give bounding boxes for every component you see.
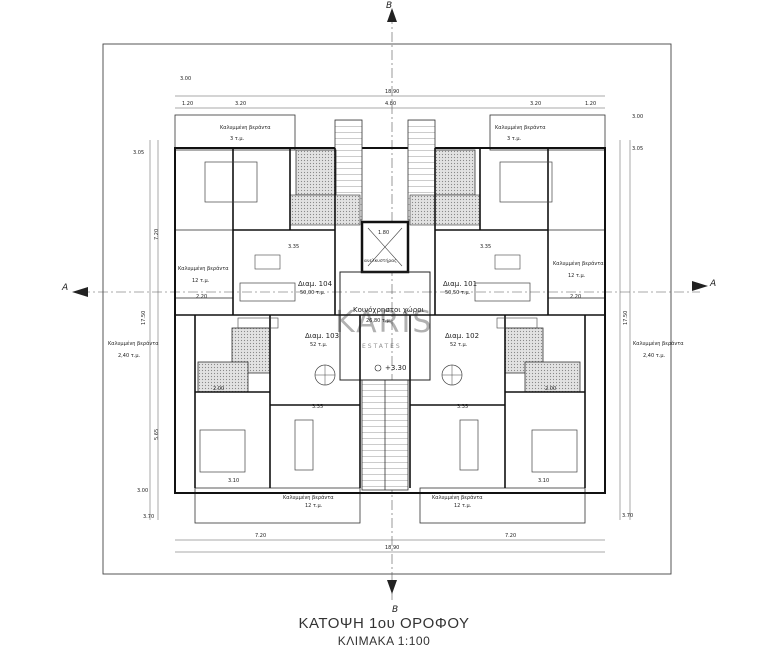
dim-top-300-left: 3.00: [180, 76, 191, 82]
apt-101-area: 50,50 τ.μ.: [445, 290, 471, 296]
dimension-lines: [149, 95, 631, 553]
bed-top-left: [204, 161, 258, 203]
elevator-label: ανελκυστήρας: [364, 257, 397, 264]
bathroom-low-left: [197, 361, 249, 393]
dim-left-1750: 17.50: [141, 311, 147, 325]
dim-left-720: 7.20: [154, 229, 160, 240]
interior-walls: [175, 148, 605, 488]
dim-top-320: 3.20: [235, 101, 246, 107]
section-arrow-a-right: [692, 281, 708, 291]
watermark-logo: KARIS: [335, 305, 433, 340]
dim-left-370: 3.70: [143, 514, 154, 520]
watermark-subtitle: ESTATES: [362, 343, 402, 350]
apt-103-name: Διαμ. 103: [305, 332, 339, 340]
dim-right-370: 3.70: [622, 513, 633, 519]
sofa-103: [294, 419, 314, 471]
dim-left-305: 3.05: [133, 150, 144, 156]
drawing-title: ΚΑΤΟΨΗ 1ου ΟΡΟΦΟΥ: [298, 615, 470, 632]
veranda-tl-area: 3 τ.μ.: [230, 136, 245, 142]
section-marker-b-bottom: B: [392, 605, 398, 615]
elevator-dim: 1.80: [378, 230, 389, 236]
dim-200-right: 2.00: [545, 386, 556, 392]
corridor-hatch-right: [409, 194, 481, 226]
dim-top-300-right: 3.00: [632, 114, 643, 120]
sofa-104: [239, 282, 296, 302]
dim-top-right-120: 1.20: [585, 101, 596, 107]
section-arrow-a-left: [72, 287, 88, 297]
veranda-tl-label: Καλυμμένη βεράντα: [220, 124, 271, 131]
dim-220-left: 2.20: [196, 294, 207, 300]
level-mark: +3.30: [385, 364, 406, 372]
apt-104-area: 50,00 τ.μ.: [300, 290, 326, 296]
dim-right-1750: 17.50: [623, 311, 629, 325]
dim-335-104: 3.35: [288, 244, 299, 250]
veranda-left: [174, 229, 234, 299]
dim-bottom-720-left: 7.20: [255, 533, 266, 539]
veranda-top-right: [489, 114, 606, 151]
veranda-bl-label: Καλυμμένη βεράντα: [283, 494, 334, 501]
veranda-l-label: Καλυμμένη βεράντα: [178, 265, 229, 272]
veranda-br-area: 12 τ.μ.: [454, 503, 472, 509]
dim-top-left-120: 1.20: [182, 101, 193, 107]
dim-top-480: 4.80: [385, 101, 396, 107]
dim-right-305: 3.05: [632, 146, 643, 152]
building-outline: [174, 147, 606, 494]
dim-left-565: 5.65: [154, 429, 160, 440]
dim-top-total: 18.90: [385, 89, 399, 95]
dim-bottom-total: 18.90: [385, 545, 399, 551]
section-arrow-b-bottom: [387, 580, 397, 594]
dim-335-101: 3.35: [480, 244, 491, 250]
dim-left-300: 3.00: [137, 488, 148, 494]
veranda-bl-area: 12 τ.μ.: [305, 503, 323, 509]
section-marker-b-top: B: [386, 1, 392, 11]
veranda-top-left: [174, 114, 296, 151]
dim-200-left: 2.00: [213, 386, 224, 392]
veranda-outer-right-label: Καλυμμένη βεράντα: [633, 340, 684, 347]
veranda-r-label: Καλυμμένη βεράντα: [553, 260, 604, 267]
dim-bottom-720-right: 7.20: [505, 533, 516, 539]
veranda-bottom-left: [194, 487, 361, 524]
veranda-outer-right-area: 2,40 τ.μ.: [643, 353, 666, 359]
bed-bottom-right: [531, 429, 578, 473]
drawing-scale: ΚΛΙΜΑΚΑ 1:100: [337, 634, 431, 648]
bathroom-top-left: [295, 149, 337, 196]
drawing-frame: [102, 43, 672, 575]
bathroom-top-right: [434, 149, 476, 196]
common-area-value: 26,80 τ.μ.: [366, 318, 392, 324]
veranda-tr-area: 3 τ.μ.: [507, 136, 522, 142]
section-marker-a-left: A: [61, 283, 68, 293]
apt-102-name: Διαμ. 102: [445, 332, 479, 340]
apt-102-area: 52 τ.μ.: [450, 342, 468, 348]
dim-335-102: 3.35: [457, 404, 468, 410]
veranda-outer-left-area: 2,40 τ.μ.: [118, 353, 141, 359]
corridor-hatch-left: [289, 194, 361, 226]
common-corridor: [339, 271, 431, 381]
section-arrow-b-top: [387, 8, 397, 22]
apt-101-name: Διαμ. 101: [443, 280, 477, 288]
apt-104-name: Διαμ. 104: [298, 280, 333, 288]
veranda-l-area: 12 τ.μ.: [192, 278, 210, 284]
sofa-102: [459, 419, 479, 471]
veranda-tr-label: Καλυμμένη βεράντα: [495, 124, 546, 131]
veranda-outer-left-label: Καλυμμένη βεράντα: [108, 340, 159, 347]
common-area-name: Κοινόχρηστοι χώροι: [353, 306, 425, 314]
dim-220-right: 2.20: [570, 294, 581, 300]
section-marker-a-right: A: [709, 279, 716, 289]
dim-top-320b: 3.20: [530, 101, 541, 107]
dim-310-left: 3.10: [228, 478, 239, 484]
veranda-br-label: Καλυμμένη βεράντα: [432, 494, 483, 501]
dim-335-103: 3.35: [312, 404, 323, 410]
veranda-r-area: 12 τ.μ.: [568, 273, 586, 279]
apt-103-area: 52 τ.μ.: [310, 342, 328, 348]
bed-bottom-left: [199, 429, 246, 473]
dim-310-right: 3.10: [538, 478, 549, 484]
bed-top-right: [499, 161, 553, 203]
sofa-101: [474, 282, 531, 302]
veranda-bottom-right: [419, 487, 586, 524]
